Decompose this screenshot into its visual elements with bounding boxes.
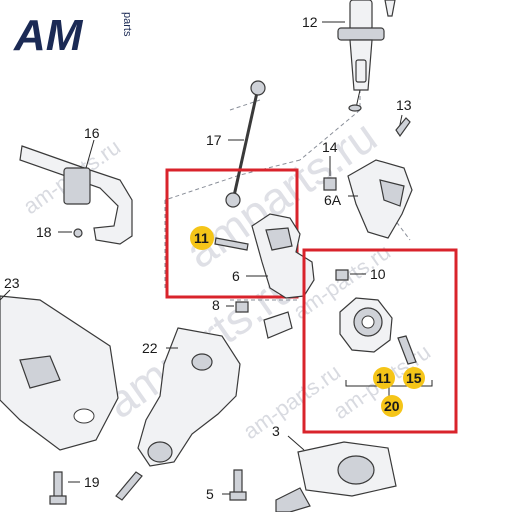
label-14: 14 (322, 139, 338, 155)
bolt-13: 13 (395, 97, 412, 138)
label-17: 17 (206, 132, 222, 148)
logo-main-text: AM (13, 11, 84, 60)
wishbone-22: 22 (137, 327, 241, 467)
knuckle-6A: 6A (324, 159, 413, 239)
label-11-top: 11 (194, 230, 209, 246)
badge-11-bottom (373, 367, 395, 389)
nut-14: 14 (322, 139, 338, 191)
label-11-bottom: 11 (376, 370, 391, 386)
badge-15 (403, 367, 425, 389)
bolt-5: 5 (206, 469, 247, 502)
label-6: 6 (232, 268, 240, 284)
bolt-19: 19 (49, 471, 143, 505)
label-12: 12 (302, 14, 318, 30)
logo: AM parts (13, 11, 133, 60)
subframe-23: 23 (0, 275, 119, 451)
coupling-rod-17: 17 (206, 80, 266, 208)
label-20: 20 (384, 398, 400, 414)
bolt-8: 8 (212, 297, 293, 339)
label-5: 5 (206, 486, 214, 502)
label-10: 10 (370, 266, 386, 282)
stabilizer-bar: 16 18 (19, 125, 133, 245)
highlight-box-2: 11 15 20 (302, 248, 458, 434)
nut-10: 10 (335, 266, 386, 282)
logo-sub-text: parts (121, 12, 133, 37)
strut-part: 12 (302, 0, 396, 112)
label-3: 3 (272, 423, 280, 439)
label-15: 15 (406, 370, 422, 386)
label-18: 18 (36, 224, 52, 240)
label-8: 8 (212, 297, 220, 313)
badge-20 (381, 395, 403, 417)
label-13: 13 (396, 97, 412, 113)
badge-11-top (190, 226, 214, 250)
bushing-3: 3 (272, 423, 397, 512)
highlight-box-1: 11 6 (165, 168, 315, 299)
label-22: 22 (142, 340, 158, 356)
label-23: 23 (4, 275, 20, 291)
label-6A: 6A (324, 192, 342, 208)
label-19: 19 (84, 474, 100, 490)
label-16: 16 (84, 125, 100, 141)
